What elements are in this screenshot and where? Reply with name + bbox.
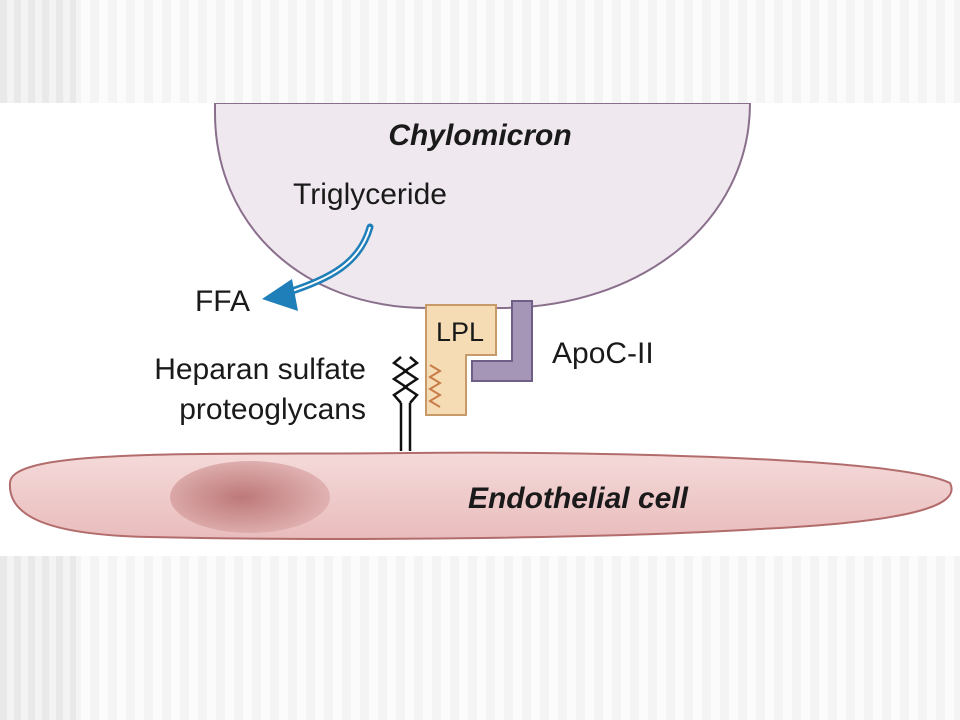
lpl-label: LPL [436, 317, 484, 347]
diagram-panel: Chylomicron Triglyceride FFA LPL ApoC-II… [0, 103, 960, 556]
apoc2-label: ApoC-II [552, 337, 654, 370]
chylomicron-label: Chylomicron [388, 119, 571, 152]
endothelial-cell-label: Endothelial cell [468, 482, 689, 515]
lpl-enzyme [425, 304, 497, 416]
heparan-label-line1: Heparan sulfate [154, 353, 366, 386]
chylomicron-sphere [214, 103, 752, 309]
apoc2-protein [471, 300, 533, 382]
lipoprotein-lipase-diagram: Chylomicron Triglyceride FFA LPL ApoC-II… [8, 103, 953, 540]
lpl-binding-zigzag [428, 364, 442, 408]
hydrolysis-arrow-icon [262, 223, 374, 311]
heparan-label-line2: proteoglycans [179, 393, 366, 426]
triglyceride-label: Triglyceride [293, 178, 447, 211]
ffa-label: FFA [195, 285, 250, 318]
heparan-sulfate-proteoglycans-icon [391, 356, 420, 451]
nucleus [170, 461, 330, 533]
